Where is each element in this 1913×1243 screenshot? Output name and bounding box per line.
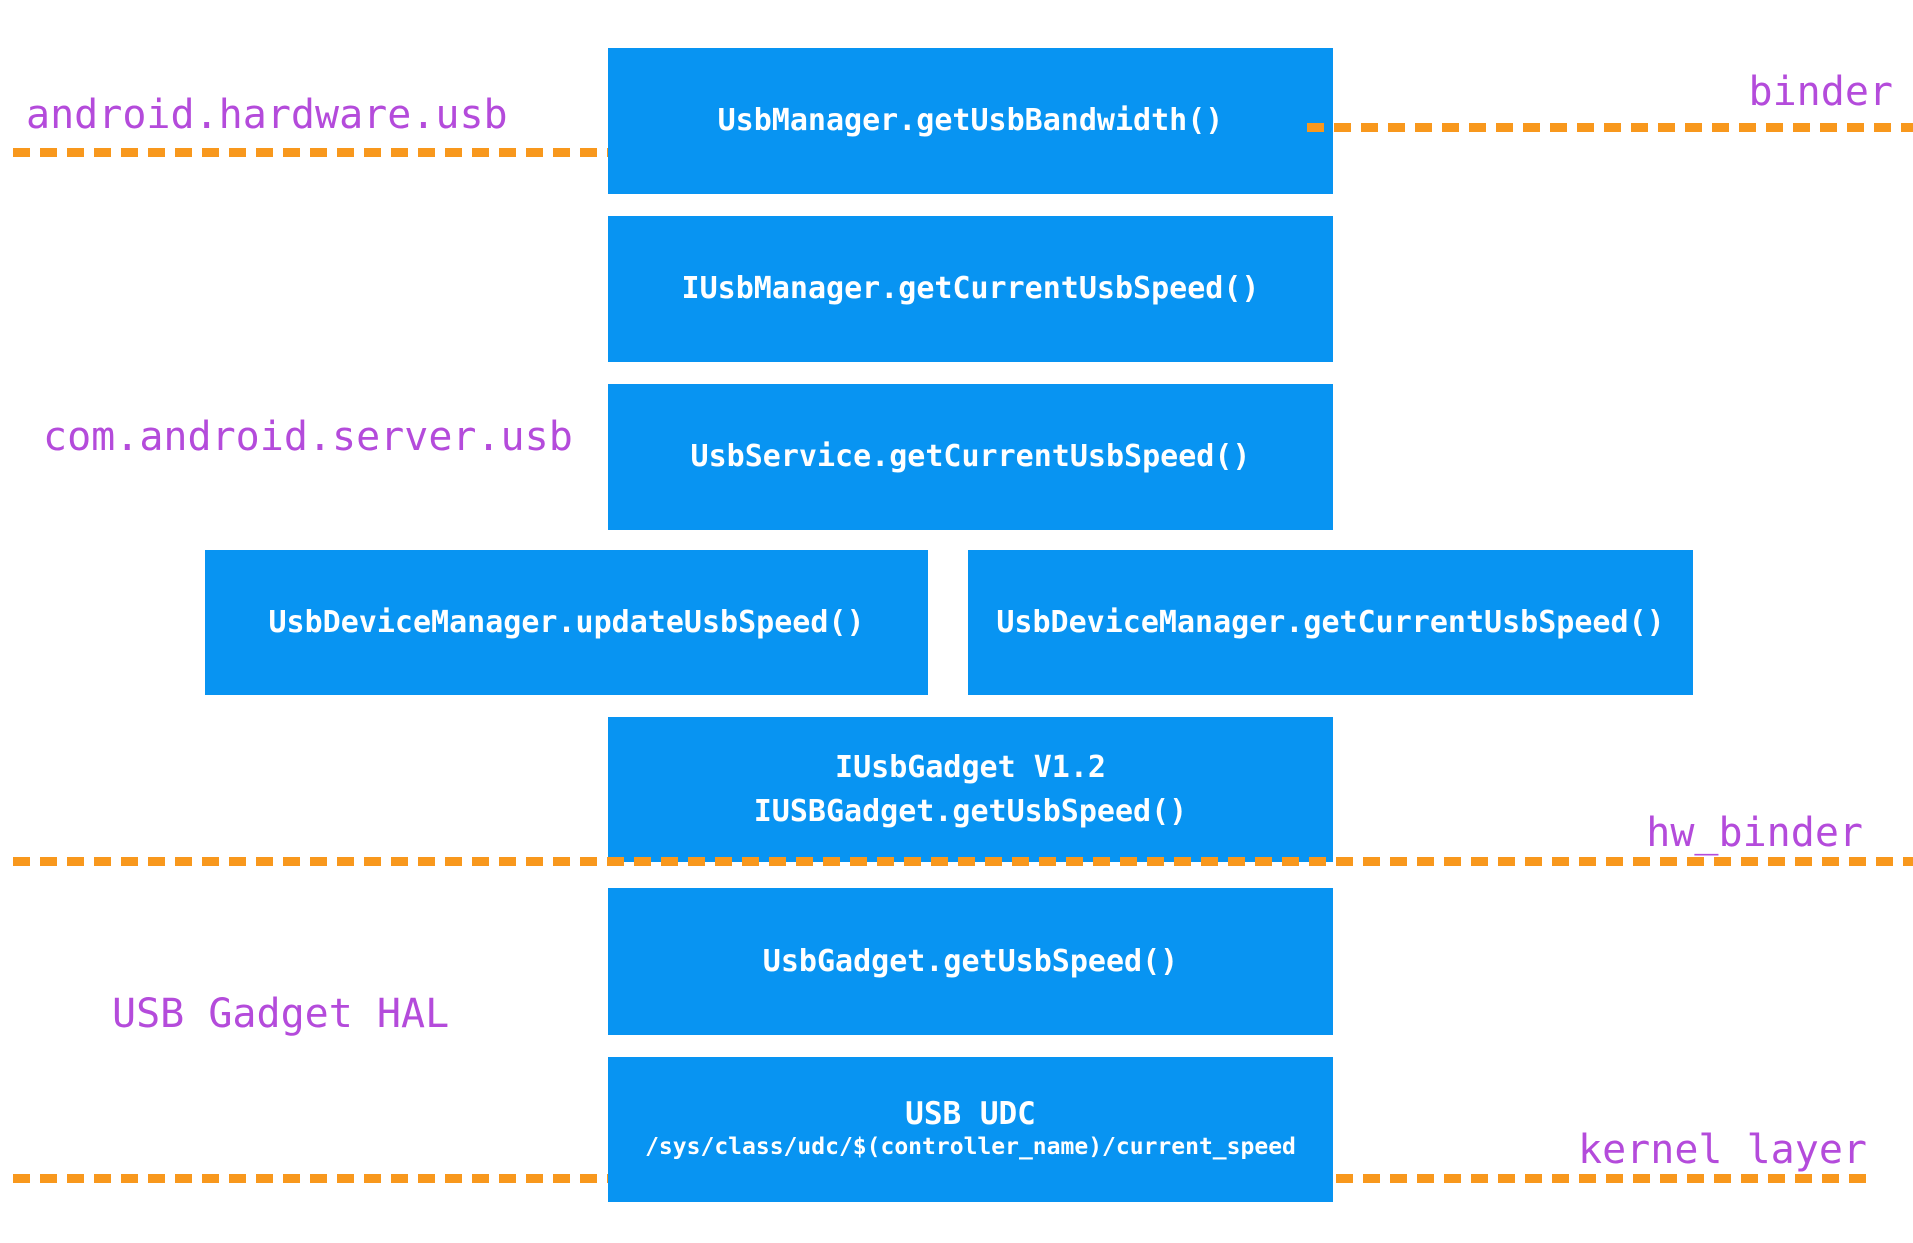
box-usbmanager-getusbbandwidth: UsbManager.getUsbBandwidth() — [608, 48, 1333, 194]
box-usb-udc: USB UDC /sys/class/udc/$(controller_name… — [608, 1057, 1333, 1202]
box-usbservice-getcurrentusbspeed: UsbService.getCurrentUsbSpeed() — [608, 384, 1333, 530]
box-usbdevicemanager-updateusbspeed: UsbDeviceManager.updateUsbSpeed() — [205, 550, 928, 695]
box-usbdevicemanager-updateusbspeed-label: UsbDeviceManager.updateUsbSpeed() — [268, 604, 865, 640]
box-usbdevicemanager-getcurrentusbspeed-label: UsbDeviceManager.getCurrentUsbSpeed() — [996, 604, 1665, 640]
hw-binder-boundary-dash — [13, 857, 1913, 866]
box-iusbgadget-version-label: IUsbGadget V1.2 — [835, 750, 1106, 785]
box-usbdevicemanager-getcurrentusbspeed: UsbDeviceManager.getCurrentUsbSpeed() — [968, 550, 1693, 695]
box-iusbmanager-getcurrentusbspeed: IUsbManager.getCurrentUsbSpeed() — [608, 216, 1333, 362]
box-iusbmanager-getcurrentusbspeed-label: IUsbManager.getCurrentUsbSpeed() — [681, 271, 1260, 307]
label-hw-binder: hw_binder — [1646, 810, 1863, 856]
label-binder: binder — [1748, 69, 1894, 115]
box-usb-udc-sysfs-path-label: /sys/class/udc/$(controller_name)/curren… — [645, 1134, 1296, 1161]
label-android-hardware-usb: android.hardware.usb — [26, 92, 508, 138]
label-com-android-server-usb: com.android.server.usb — [43, 414, 573, 460]
box-iusbgadget: IUsbGadget V1.2 IUSBGadget.getUsbSpeed() — [608, 717, 1333, 862]
label-kernel-layer: kernel layer — [1578, 1127, 1867, 1173]
box-iusbgadget-getusbspeed-label: IUSBGadget.getUsbSpeed() — [753, 793, 1188, 829]
box-usbgadget-getusbspeed-label: UsbGadget.getUsbSpeed() — [762, 943, 1179, 979]
binder-boundary-dash-right — [1307, 123, 1913, 132]
box-usb-udc-title-label: USB UDC — [905, 1095, 1036, 1132]
box-usbgadget-getusbspeed: UsbGadget.getUsbSpeed() — [608, 888, 1333, 1035]
box-usbservice-getcurrentusbspeed-label: UsbService.getCurrentUsbSpeed() — [690, 439, 1251, 475]
binder-boundary-dash-left — [13, 148, 608, 157]
box-usbmanager-getusbbandwidth-label: UsbManager.getUsbBandwidth() — [717, 103, 1224, 139]
label-usb-gadget-hal: USB Gadget HAL — [112, 991, 450, 1037]
